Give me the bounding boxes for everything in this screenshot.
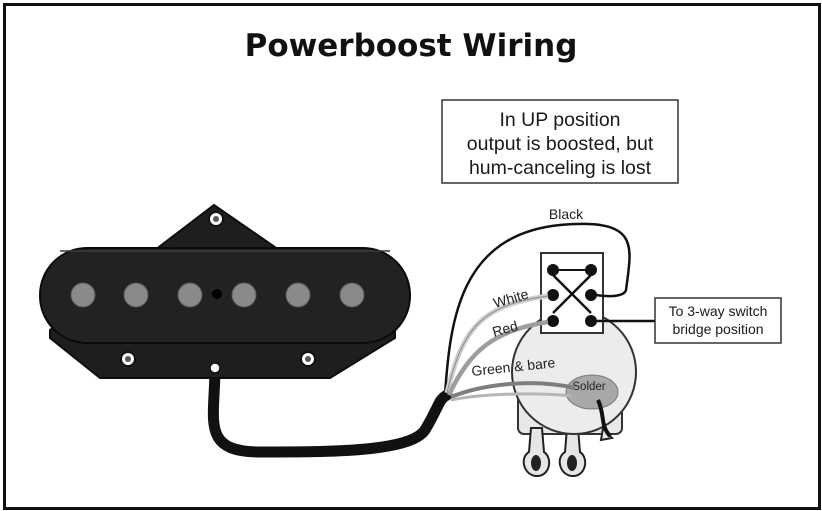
pot-lug-middle-hole xyxy=(567,455,577,471)
wire-bare xyxy=(450,392,573,402)
callout-box-border xyxy=(654,297,782,344)
pickup-cable xyxy=(207,362,453,458)
wire-green xyxy=(450,381,576,399)
wire-label-white: White xyxy=(491,286,530,311)
switch-lug-1 xyxy=(547,264,559,276)
wire-label-red: Red xyxy=(490,317,519,339)
solder-blob xyxy=(565,374,619,410)
wire-red xyxy=(446,319,549,396)
mount-screw-left-center xyxy=(125,356,131,362)
callout-box: To 3-way switch bridge position xyxy=(654,297,782,344)
mount-screw-right-center xyxy=(305,356,311,362)
pot-lug-left-hole xyxy=(531,455,541,471)
pot-lug-middle xyxy=(558,427,587,478)
center-hole xyxy=(212,289,222,299)
note-box: In UP position output is boosted, but hu… xyxy=(441,99,679,184)
ground-wire-to-lug xyxy=(596,399,612,438)
telecaster-pickup xyxy=(39,203,411,379)
wire-white-outline xyxy=(446,295,549,394)
callout-line-1: To 3-way switch xyxy=(669,303,768,319)
pole-piece-4 xyxy=(231,282,257,308)
wire-label-black: Black xyxy=(549,206,584,222)
pole-piece-3 xyxy=(177,282,203,308)
pole-piece-1 xyxy=(70,282,96,308)
switch-lug-2 xyxy=(585,264,597,276)
pole-piece-5 xyxy=(285,282,311,308)
note-line-1: In UP position xyxy=(499,109,620,131)
solder-label: Solder xyxy=(572,381,605,393)
wire-black xyxy=(443,222,631,396)
note-line-3: hum-canceling is lost xyxy=(469,157,652,179)
diagram-title: Powerboost Wiring xyxy=(245,28,578,64)
pot-lug-left xyxy=(522,427,551,478)
switch-lug-3 xyxy=(547,289,559,301)
switch-cross-2 xyxy=(552,274,592,314)
mount-screw-top-center xyxy=(213,216,219,222)
note-box-border xyxy=(441,99,679,184)
switch-lug-5 xyxy=(547,315,559,327)
push-pull-switch xyxy=(540,252,604,334)
pickup-bobbin xyxy=(39,247,411,344)
potentiometer: Solder xyxy=(511,309,637,478)
switch-lug-4 xyxy=(585,289,597,301)
pole-piece-2 xyxy=(123,282,149,308)
pole-piece-6 xyxy=(339,282,365,308)
switch-lug-6 xyxy=(585,315,597,327)
callout-line-2: bridge position xyxy=(672,321,763,337)
cable-exit-hole xyxy=(209,362,221,374)
note-line-2: output is boosted, but xyxy=(467,133,654,155)
